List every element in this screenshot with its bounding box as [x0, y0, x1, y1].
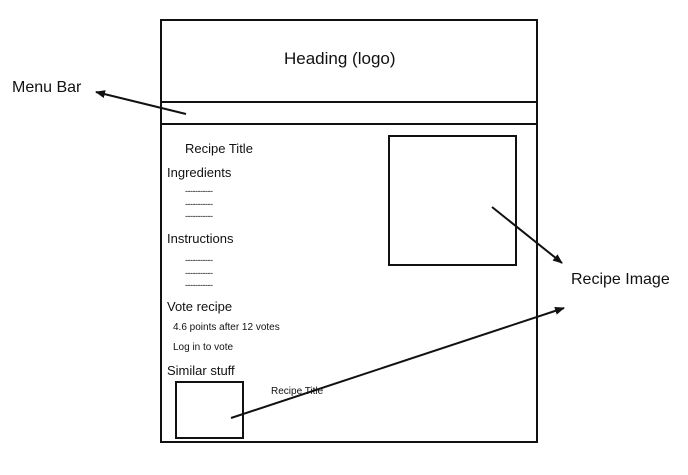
page-heading-logo: Heading (logo): [284, 49, 396, 68]
login-to-vote-link: Log in to vote: [173, 342, 234, 353]
ingredients-heading: Ingredients: [167, 165, 232, 180]
instruction-placeholder: -----------: [185, 280, 213, 290]
similar-recipe-title: Recipe Title: [271, 386, 324, 397]
ingredient-placeholder: -----------: [185, 198, 213, 209]
menu-bar-callout: Menu Bar: [12, 79, 82, 96]
instruction-placeholder: -----------: [185, 267, 213, 278]
ingredient-placeholder: -----------: [185, 186, 213, 196]
similar-recipe-thumbnail: [175, 381, 244, 439]
menu-bar: [160, 101, 538, 125]
recipe-image-placeholder: [388, 135, 517, 266]
instructions-heading: Instructions: [167, 231, 234, 246]
ingredients-list: ----------- ----------- -----------: [185, 185, 213, 223]
instructions-list: ----------- ----------- -----------: [185, 254, 213, 292]
vote-recipe-heading: Vote recipe: [167, 299, 233, 314]
ingredient-placeholder: -----------: [185, 211, 213, 221]
vote-summary: 4.6 points after 12 votes: [173, 322, 280, 333]
recipe-title: Recipe Title: [185, 141, 253, 156]
instruction-placeholder: -----------: [185, 255, 213, 265]
similar-stuff-heading: Similar stuff: [167, 363, 235, 378]
recipe-image-callout: Recipe Image: [571, 271, 670, 288]
